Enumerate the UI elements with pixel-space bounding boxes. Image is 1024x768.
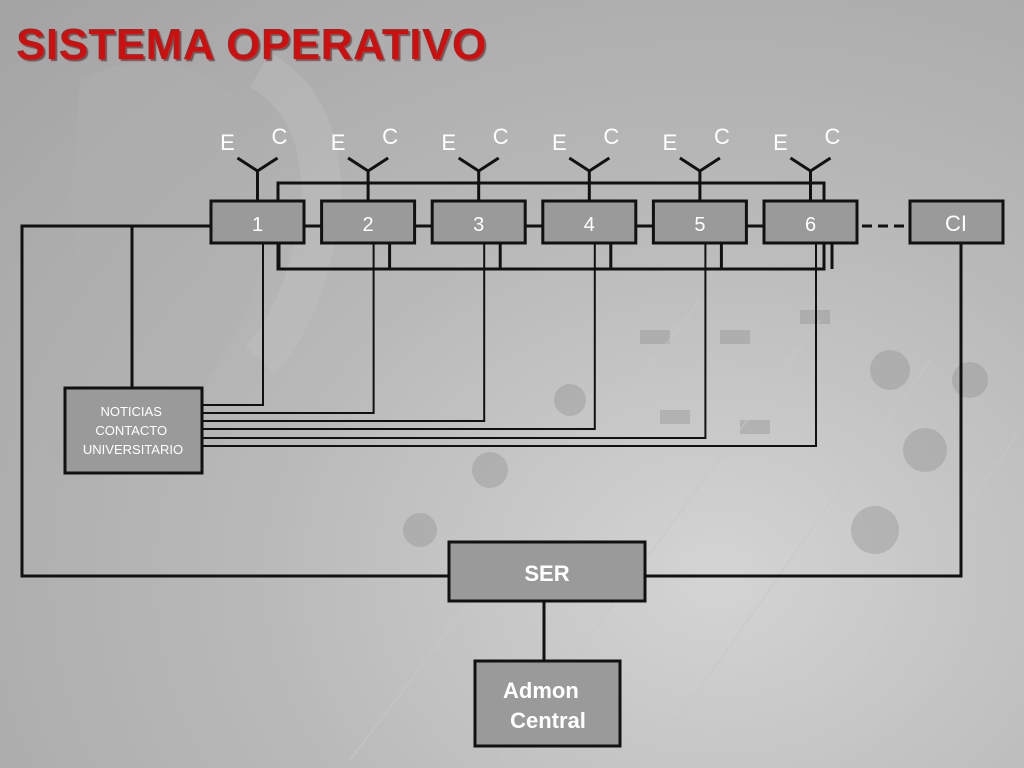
page-title: SISTEMA OPERATIVO — [16, 20, 487, 69]
node-box — [651, 199, 748, 245]
antenna-icon — [236, 156, 279, 173]
admon-central-box — [473, 659, 622, 748]
noticias-label: NOTICIAS CONTACTO UNIVERSITARIO — [83, 404, 183, 457]
antenna-e-label: E — [220, 130, 235, 155]
ser-box — [447, 540, 647, 603]
node-feeder-line — [202, 243, 264, 406]
ci-box — [908, 199, 1005, 245]
noticias-box — [63, 386, 204, 475]
noticias-line-2: CONTACTO — [95, 423, 167, 438]
antenna-c-label: C — [493, 124, 509, 149]
ci-to-ser-line — [646, 243, 963, 578]
antenna-c-label: C — [603, 124, 619, 149]
upper-bus-line — [276, 181, 826, 200]
noticias-line-1: NOTICIAS — [100, 404, 162, 419]
node-feeder-line — [202, 243, 707, 439]
antenna-c-label: C — [825, 124, 841, 149]
node-label: 4 — [584, 214, 595, 236]
lower-bus-line — [276, 243, 826, 271]
node-box — [209, 199, 306, 245]
antenna-c-label: C — [714, 124, 730, 149]
node-label: 2 — [363, 214, 374, 236]
antenna-e-label: E — [331, 130, 346, 155]
noticias-line-3: UNIVERSITARIO — [83, 442, 183, 457]
node-box — [430, 199, 527, 245]
antenna-icon — [347, 156, 389, 173]
antenna-e-label: E — [663, 130, 678, 155]
antenna-c-label: C — [382, 124, 398, 149]
antenna-e-label: E — [552, 130, 567, 155]
admon-central-label: Admon Central — [503, 678, 586, 733]
admon-line-2: Central — [510, 708, 586, 733]
node-feeder-line — [202, 243, 596, 430]
node-label: 1 — [252, 214, 263, 236]
antenna-e-label: E — [773, 130, 788, 155]
node-label: 5 — [694, 214, 705, 236]
antenna-icon — [457, 156, 500, 173]
node-label: 6 — [805, 214, 816, 236]
node-feeder-line — [202, 243, 486, 422]
antenna-e-label: E — [441, 130, 456, 155]
left-main-line — [20, 224, 448, 578]
antenna-icon — [568, 156, 611, 173]
node-feeder-line — [202, 243, 375, 414]
antenna-icon — [679, 156, 721, 173]
ser-label: SER — [524, 561, 569, 586]
admon-line-1: Admon — [503, 678, 579, 703]
antenna-icon — [789, 156, 832, 173]
node-feeder-line — [202, 243, 817, 447]
ci-label: CI — [945, 211, 967, 236]
node-box — [320, 199, 417, 245]
node-label: 3 — [473, 214, 484, 236]
node-box — [762, 199, 859, 245]
node-box — [541, 199, 638, 245]
antenna-c-label: C — [272, 124, 288, 149]
